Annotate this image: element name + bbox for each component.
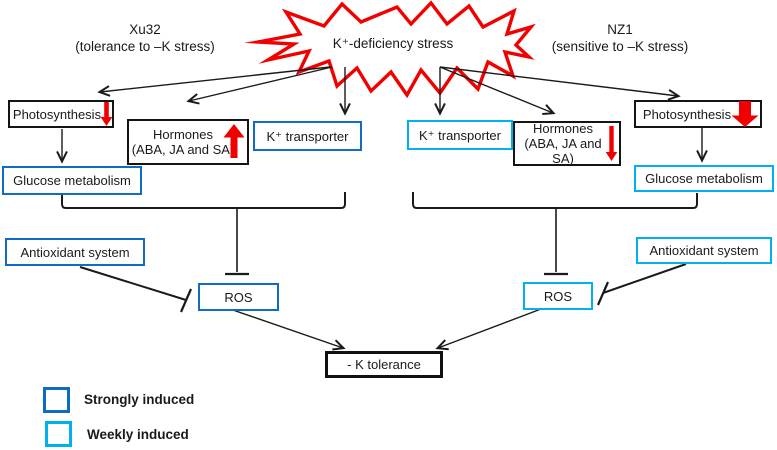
legend-label-strongly-induced: Strongly induced bbox=[84, 392, 195, 407]
box-label: - K tolerance bbox=[347, 357, 421, 372]
box-antioxidant-left: Antioxidant system bbox=[5, 238, 145, 266]
stress-label: K⁺-deficiency stress bbox=[332, 36, 454, 51]
box-label-line2: (ABA, JA and SA) bbox=[131, 142, 235, 157]
box-ktransporter-left: K⁺ transporter bbox=[253, 121, 362, 151]
inhibit-line-antioxidant-left bbox=[79, 266, 187, 301]
box-k-tolerance: - K tolerance bbox=[325, 351, 443, 378]
group-label-right: NZ1 (sensitive to –K stress) bbox=[510, 21, 730, 55]
arrow-stress-to-photosynthesis-left bbox=[100, 66, 331, 92]
arrow-stress-to-photosynthesis-right bbox=[439, 66, 678, 96]
inhibit-line-antioxidant-right bbox=[602, 263, 687, 294]
bracket-right bbox=[412, 192, 698, 209]
group-subtitle-left: (tolerance to –K stress) bbox=[75, 39, 215, 54]
legend-label-weekly-induced: Weekly induced bbox=[87, 427, 189, 442]
box-glucose-right: Glucose metabolism bbox=[634, 165, 774, 192]
box-hormones-left: Hormones (ABA, JA and SA) bbox=[127, 119, 249, 165]
arrow-stress-to-hormones-right bbox=[439, 66, 553, 113]
box-photosynthesis-right: Photosynthesis bbox=[634, 100, 762, 128]
box-antioxidant-right: Antioxidant system bbox=[636, 237, 772, 264]
box-hormones-right: Hormones (ABA, JA and SA) bbox=[513, 121, 621, 166]
group-label-left: Xu32 (tolerance to –K stress) bbox=[35, 21, 255, 55]
box-label: Antioxidant system bbox=[20, 244, 130, 260]
group-subtitle-right: (sensitive to –K stress) bbox=[551, 39, 689, 54]
box-label: Antioxidant system bbox=[649, 243, 759, 258]
box-label: Glucose metabolism bbox=[13, 173, 131, 188]
arrow-ros-to-tolerance-left bbox=[229, 308, 343, 348]
box-label-line1: Hormones bbox=[533, 121, 593, 136]
box-label: K⁺ transporter bbox=[418, 127, 501, 143]
box-label: Photosynthesis bbox=[642, 106, 732, 122]
group-name-right: NZ1 bbox=[607, 22, 633, 37]
box-ros-right: ROS bbox=[523, 282, 593, 310]
box-label: Photosynthesis bbox=[12, 106, 102, 122]
arrow-ros-to-tolerance-right bbox=[438, 308, 542, 348]
box-label: ROS bbox=[224, 289, 253, 305]
box-label-line1: Hormones bbox=[153, 127, 213, 142]
arrow-stress-to-hormones-left bbox=[189, 66, 333, 101]
legend-swatch-weekly-induced bbox=[45, 421, 72, 447]
inhibit-tbar-antioxidant-right bbox=[596, 281, 610, 306]
box-label-line2: (ABA, JA and SA) bbox=[524, 136, 602, 166]
box-photosynthesis-left: Photosynthesis bbox=[8, 100, 114, 128]
legend-swatch-strongly-induced bbox=[43, 387, 70, 413]
group-name-left: Xu32 bbox=[129, 22, 161, 37]
inhibit-tbar-antioxidant-left bbox=[179, 288, 193, 313]
box-glucose-left: Glucose metabolism bbox=[2, 166, 142, 195]
box-label: ROS bbox=[543, 288, 573, 304]
box-label: K⁺ transporter bbox=[266, 128, 349, 144]
box-ktransporter-right: K⁺ transporter bbox=[407, 120, 513, 150]
box-ros-left: ROS bbox=[198, 283, 279, 311]
box-label: Glucose metabolism bbox=[645, 171, 763, 186]
